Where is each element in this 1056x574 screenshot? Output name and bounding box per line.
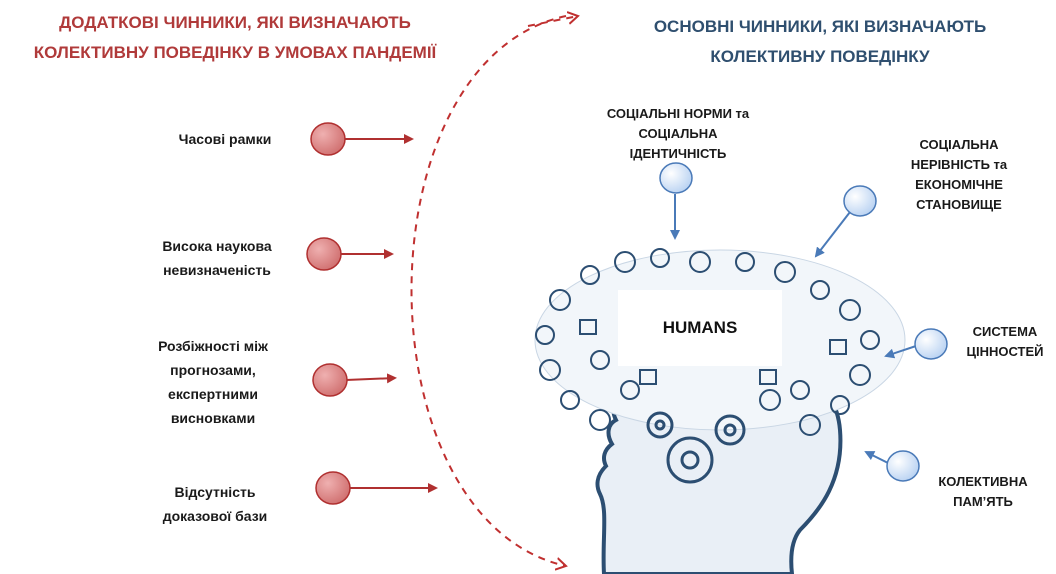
right-node-1: [659, 162, 693, 240]
dashed-flow-arc: [410, 15, 567, 566]
humans-label: HUMANS: [662, 318, 738, 337]
left-node-3: [312, 363, 397, 397]
right-title: ОСНОВНІ ЧИННИКИ, ЯКІ ВИЗНАЧАЮТЬ КОЛЕКТИВ…: [653, 17, 987, 66]
left-node-1: [310, 122, 414, 156]
left-factor-time-frames: Часові рамки: [178, 131, 272, 147]
left-factor-forecast-discrepancies: Розбіжності між прогнозами, експертними …: [158, 338, 268, 426]
right-factor-social-inequality: СОЦІАЛЬНА НЕРІВНІСТЬ та ЕКОНОМІЧНЕ СТАНО…: [910, 137, 1008, 212]
left-factor-nodes: [306, 122, 438, 505]
left-factor-scientific-uncertainty: Висока наукова невизначеність: [162, 238, 272, 278]
right-node-3: [884, 328, 948, 360]
right-factor-social-norms: СОЦІАЛЬНІ НОРМИ та СОЦІАЛЬНА ІДЕНТИЧНІСТ…: [606, 106, 750, 161]
gear-icons: [646, 411, 746, 484]
brain-icons: [535, 248, 880, 436]
right-factor-value-system: СИСТЕМА ЦІННОСТЕЙ: [966, 324, 1044, 359]
left-node-2: [306, 237, 394, 271]
right-factor-nodes: [659, 162, 948, 482]
left-node-4: [315, 471, 438, 505]
right-node-2: [814, 185, 877, 258]
right-node-4: [864, 450, 920, 482]
left-title: ДОДАТКОВІ ЧИННИКИ, ЯКІ ВИЗНАЧАЮТЬ КОЛЕКТ…: [33, 13, 437, 62]
humans-label-box: HUMANS: [618, 290, 782, 366]
left-factor-lack-of-evidence: Відсутність доказової бази: [162, 484, 268, 524]
dashed-arc-top-arrow: [527, 16, 578, 27]
right-factor-collective-memory: КОЛЕКТИВНА ПАМ’ЯТЬ: [938, 474, 1028, 509]
